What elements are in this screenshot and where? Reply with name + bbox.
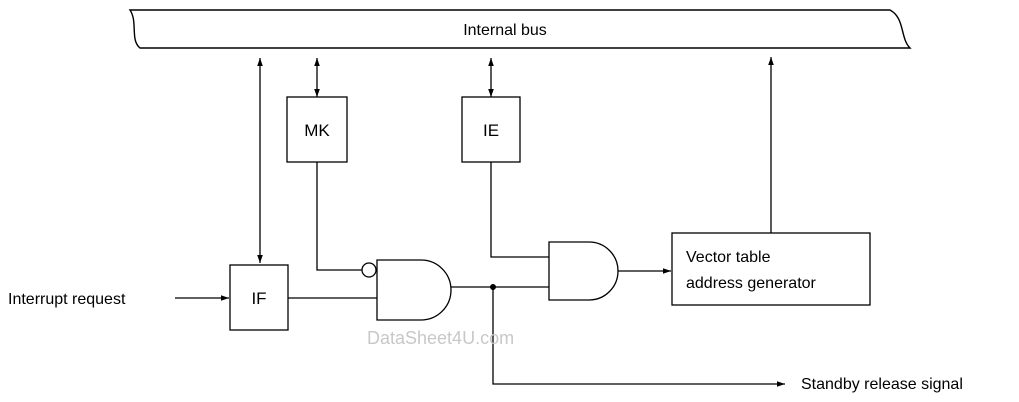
inversion-bubble (361, 262, 377, 278)
if-register-label: IF (251, 289, 266, 308)
and-gate-1 (376, 259, 452, 321)
watermark: DataSheet4U.com (367, 328, 514, 348)
junction-dot (490, 284, 496, 290)
standby-release-label: Standby release signal (801, 376, 963, 393)
internal-bus (128, 9, 912, 49)
ie-register-label: IE (483, 121, 499, 140)
vector-generator-label-line2: address generator (686, 275, 817, 292)
internal-bus-label: Internal bus (463, 22, 547, 39)
mk-output-line (316, 162, 362, 271)
ie-output-line (490, 162, 549, 258)
vector-generator-label-line1: Vector table (686, 249, 771, 266)
interrupt-request-label: Interrupt request (8, 291, 126, 308)
mk-register-label: MK (304, 121, 330, 140)
and-gate-2 (548, 241, 619, 301)
vector-generator-box (671, 232, 871, 306)
standby-release-line (492, 287, 785, 387)
